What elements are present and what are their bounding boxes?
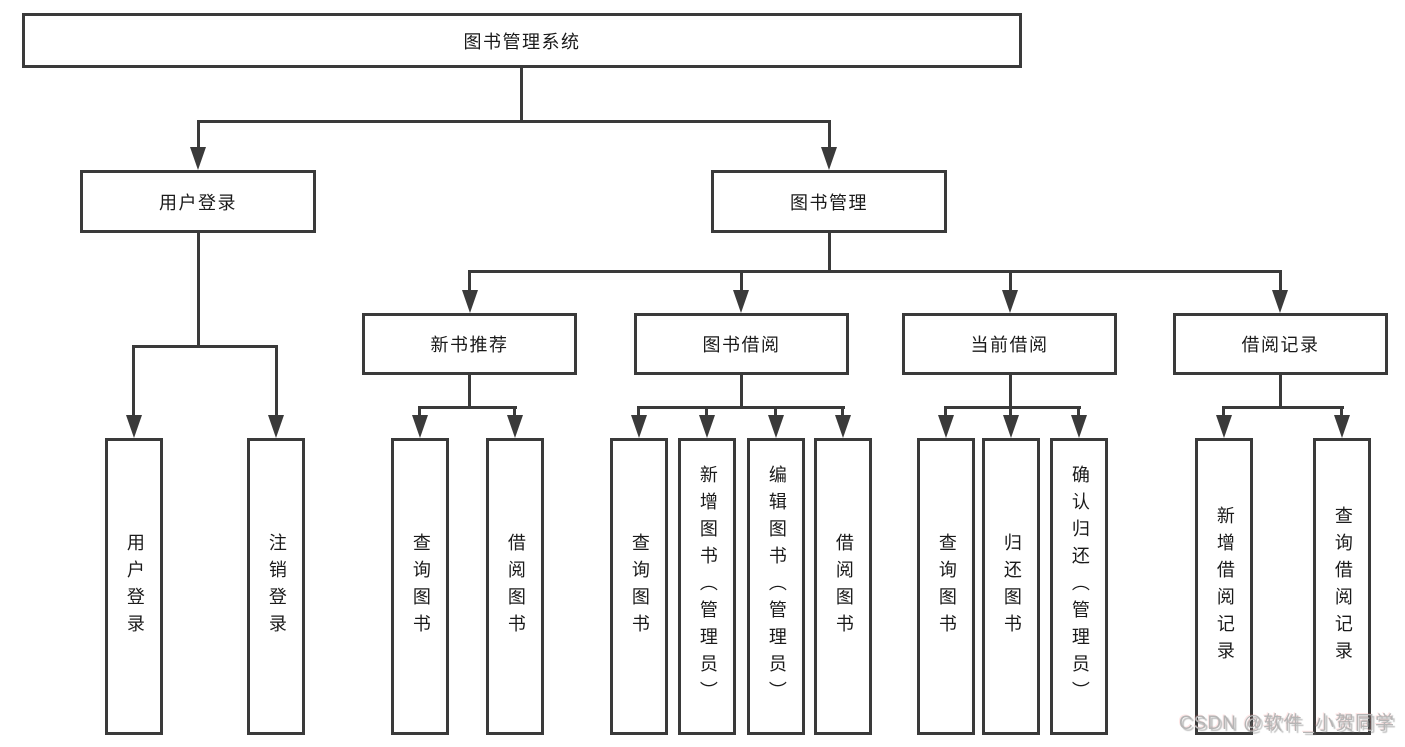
arrowhead-icon xyxy=(1002,290,1018,313)
connector-root-stem xyxy=(520,68,523,122)
connector-stem xyxy=(1279,375,1282,407)
arrowhead-icon xyxy=(768,415,784,438)
connector-rail xyxy=(637,406,845,409)
connector-shaft xyxy=(1222,406,1225,418)
node-user-login: 用户登录 xyxy=(80,170,316,233)
connector-rail xyxy=(419,406,517,409)
arrowhead-icon xyxy=(733,290,749,313)
node-leaf-borrow-books-1: 借阅图书 xyxy=(486,438,544,735)
node-leaf-confirm-return-admin: 确认归还（管理员） xyxy=(1050,438,1108,735)
arrowhead-icon xyxy=(631,415,647,438)
node-leaf-add-borrow-record: 新增借阅记录 xyxy=(1195,438,1253,735)
arrowhead-icon xyxy=(507,415,523,438)
connector-shaft xyxy=(774,406,777,418)
connector-level3-rail xyxy=(469,270,1282,273)
connector-shaft xyxy=(637,406,640,418)
arrowhead-icon xyxy=(1216,415,1232,438)
connector-stem xyxy=(740,375,743,407)
connector-rail xyxy=(1222,406,1344,409)
connector-level2-rail xyxy=(197,120,831,123)
node-leaf-return-books: 归还图书 xyxy=(982,438,1040,735)
connector-rail xyxy=(944,406,1081,409)
arrowhead-icon xyxy=(268,415,284,438)
node-leaf-user-login: 用户登录 xyxy=(105,438,163,735)
arrowhead-icon xyxy=(190,147,206,170)
node-leaf-logout: 注销登录 xyxy=(247,438,305,735)
connector-shaft xyxy=(828,120,831,150)
node-new-book-recommendation: 新书推荐 xyxy=(362,313,577,375)
arrowhead-icon xyxy=(1003,415,1019,438)
node-borrowing-records: 借阅记录 xyxy=(1173,313,1388,375)
connector-shaft xyxy=(1009,270,1012,292)
node-leaf-query-books-3: 查询图书 xyxy=(917,438,975,735)
arrowhead-icon xyxy=(1071,415,1087,438)
connector-shaft xyxy=(1077,406,1080,418)
connector-shaft xyxy=(468,270,471,292)
connector-stem xyxy=(468,375,471,407)
connector-shaft xyxy=(275,345,278,417)
connector-shaft xyxy=(944,406,947,418)
connector-shaft xyxy=(418,406,421,418)
connector-stem xyxy=(1009,375,1012,407)
arrowhead-icon xyxy=(1334,415,1350,438)
arrowhead-icon xyxy=(1272,290,1288,313)
connector-rail xyxy=(133,345,278,348)
arrowhead-icon xyxy=(835,415,851,438)
arrowhead-icon xyxy=(462,290,478,313)
node-current-borrowing: 当前借阅 xyxy=(902,313,1117,375)
node-leaf-borrow-books-2: 借阅图书 xyxy=(814,438,872,735)
node-leaf-query-books-2: 查询图书 xyxy=(610,438,668,735)
node-leaf-query-borrow-record: 查询借阅记录 xyxy=(1313,438,1371,735)
connector-shaft xyxy=(513,406,516,418)
connector-shaft xyxy=(1009,406,1012,418)
node-book-management: 图书管理 xyxy=(711,170,947,233)
connector-shaft xyxy=(197,120,200,150)
node-book-borrowing: 图书借阅 xyxy=(634,313,849,375)
node-leaf-edit-books-admin: 编辑图书（管理员） xyxy=(747,438,805,735)
connector-shaft xyxy=(740,270,743,292)
node-leaf-add-books-admin: 新增图书（管理员） xyxy=(678,438,736,735)
arrowhead-icon xyxy=(699,415,715,438)
arrowhead-icon xyxy=(126,415,142,438)
arrowhead-icon xyxy=(938,415,954,438)
node-library-management-system: 图书管理系统 xyxy=(22,13,1022,68)
node-leaf-query-books-1: 查询图书 xyxy=(391,438,449,735)
connector-shaft xyxy=(705,406,708,418)
connector-shaft xyxy=(1279,270,1282,292)
arrowhead-icon xyxy=(412,415,428,438)
connector-stem xyxy=(197,233,200,347)
arrowhead-icon xyxy=(821,147,837,170)
connector-stem xyxy=(828,233,831,272)
connector-shaft xyxy=(1340,406,1343,418)
connector-shaft xyxy=(132,345,135,417)
connector-shaft xyxy=(841,406,844,418)
